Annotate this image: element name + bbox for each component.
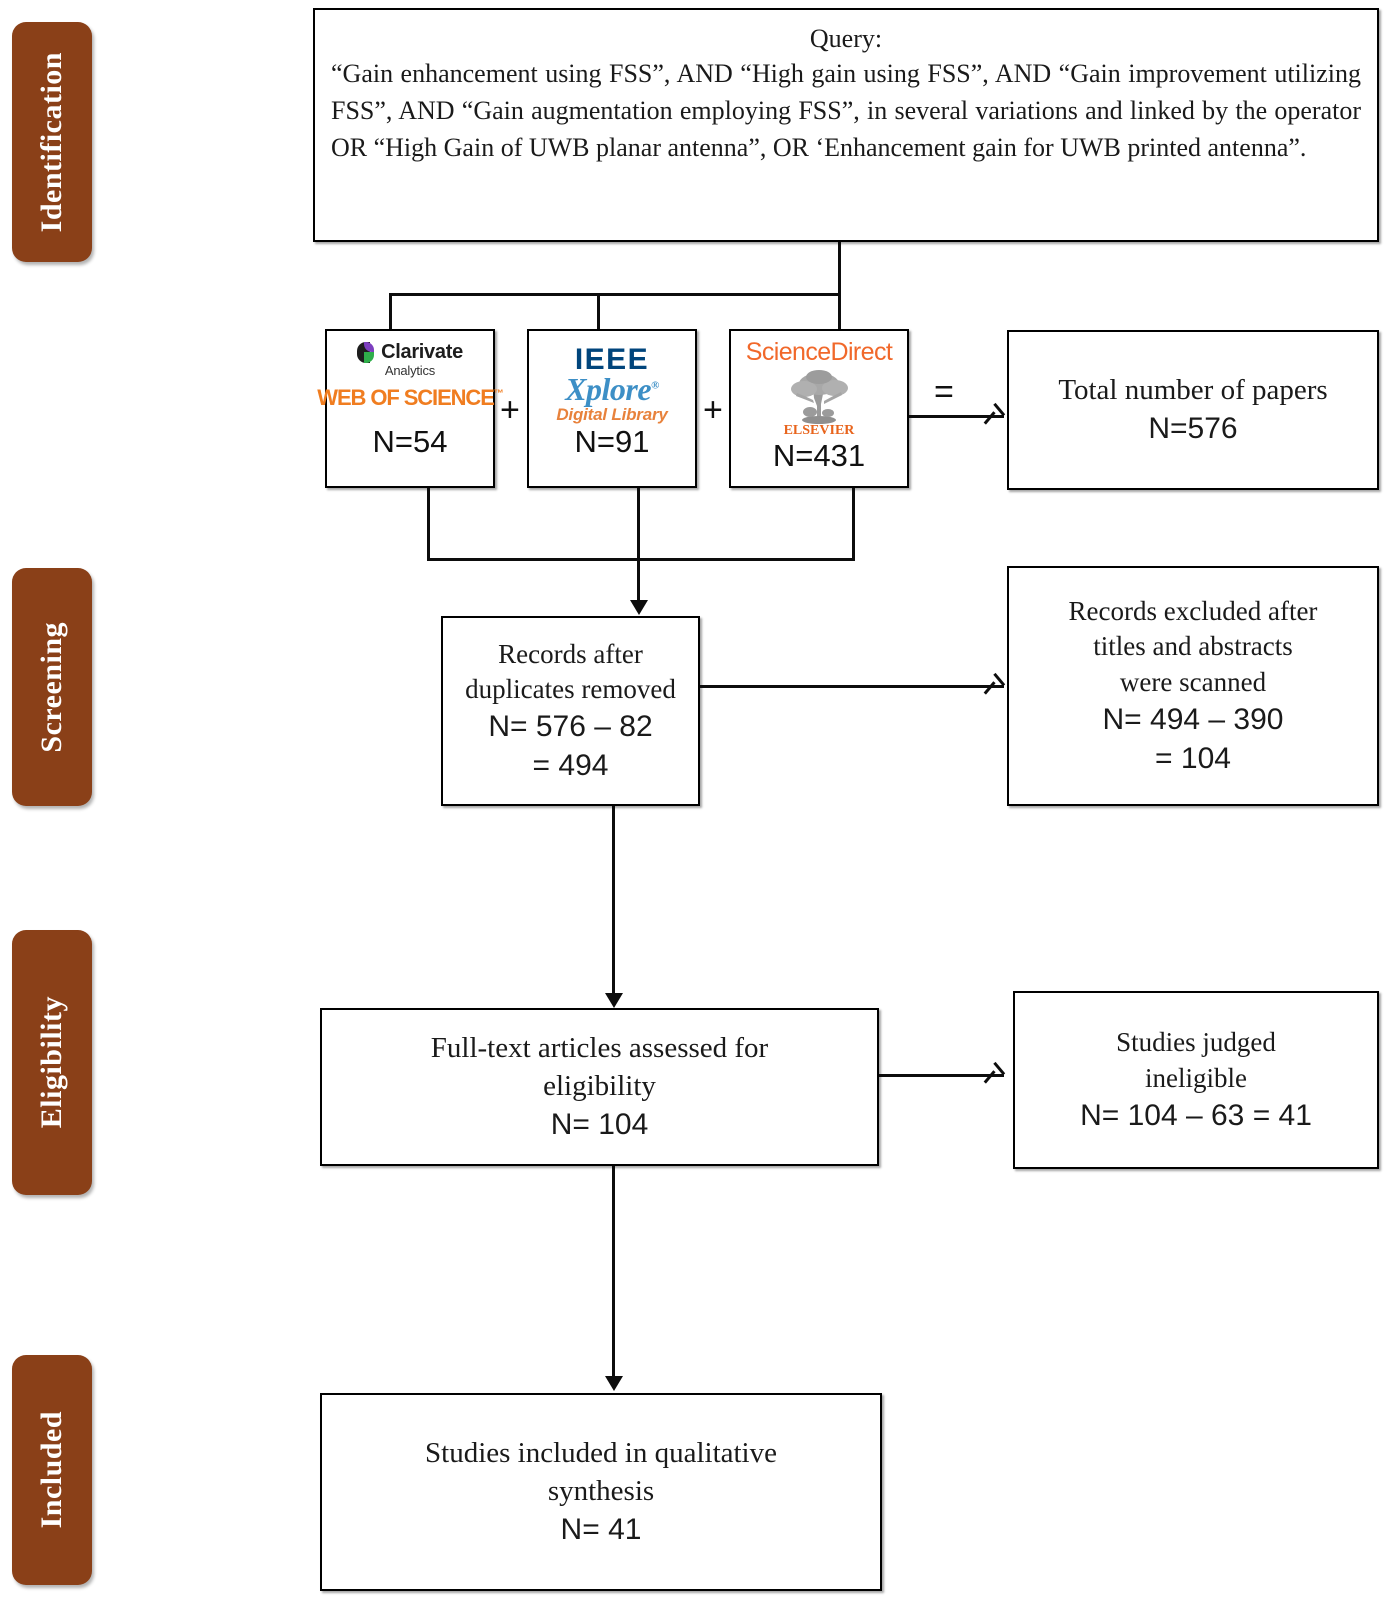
records-after-duplicates-line2: duplicates removed (465, 674, 676, 704)
elsevier-wordmark: ELSEVIER (783, 422, 855, 438)
connector-merge-sciencedirect (852, 488, 855, 560)
records-after-duplicates-result: = 494 (532, 749, 609, 783)
studies-included-box: Studies included in qualitative synthesi… (320, 1393, 882, 1591)
stage-label-included: Included (35, 1411, 68, 1529)
full-text-assessed-box: Full-text articles assessed for eligibil… (320, 1008, 879, 1166)
connector-branch-ieee (597, 293, 600, 329)
connector-merge-down (637, 558, 640, 606)
web-of-science-wordmark: WEB OF SCIENCE™ (317, 385, 504, 411)
arrowhead-records-after-duplicates (630, 600, 648, 615)
query-title: Query: (809, 24, 883, 53)
digital-library-label: Digital Library (556, 405, 668, 424)
web-of-science-text: WEB OF SCIENCE (317, 385, 495, 410)
records-excluded-count: N= 494 – 390 (1102, 702, 1284, 736)
database-box-web-of-science: Clarivate Analytics WEB OF SCIENCE™ N=54 (317, 329, 504, 488)
clarivate-mark-icon (357, 342, 376, 363)
arrowhead-studies-included (605, 1376, 623, 1391)
studies-ineligible-line2: ineligible (1145, 1062, 1247, 1093)
web-of-science-count: N=54 (372, 424, 448, 459)
sciencedirect-count: N=431 (772, 437, 866, 473)
full-text-assessed-line1: Full-text articles assessed for (430, 1031, 769, 1064)
stage-label-identification: Identification (35, 51, 68, 233)
clarivate-wordmark: Clarivate (381, 341, 463, 363)
records-excluded-line2: titles and abstracts (1093, 631, 1293, 662)
total-papers-box: Total number of papers N=576 (1007, 330, 1379, 490)
connector-merge-ieee (637, 488, 640, 560)
stage-bar-eligibility: Eligibility (12, 930, 92, 1195)
studies-ineligible-count: N= 104 – 63 = 41 (1080, 1098, 1312, 1132)
sciencedirect-logo: ScienceDirect ELSEVIER (745, 338, 893, 438)
equals-operator: = (934, 373, 954, 411)
connector-to-total-papers (909, 415, 1004, 418)
elsevier-tree-icon (791, 369, 848, 424)
records-excluded-box: Records excluded after titles and abstra… (1007, 566, 1379, 806)
connector-to-full-text (612, 806, 615, 998)
stage-bar-included: Included (12, 1355, 92, 1585)
records-excluded-line3: were scanned (1119, 666, 1267, 697)
stage-bar-screening: Screening (12, 568, 92, 806)
xplore-wordmark: Xplore® (565, 373, 659, 405)
database-box-sciencedirect: ScienceDirect ELSEVIER N=431 (729, 329, 909, 488)
connector-distribution-bar (389, 293, 841, 296)
connector-to-studies-ineligible (879, 1074, 1004, 1077)
connector-merge-bar (427, 558, 855, 561)
plus-operator-2: + (703, 391, 723, 429)
arrowhead-full-text (605, 993, 623, 1008)
ieee-xplore-logo: IEEE Xplore® Digital Library (556, 343, 668, 424)
query-box: Query: “Gain enhancement using FSS”, AND… (313, 8, 1379, 242)
clarivate-analytics-label: Analytics (384, 363, 436, 378)
records-excluded-result: = 104 (1155, 741, 1231, 775)
studies-included-count: N= 41 (560, 1513, 642, 1547)
total-papers-count: N=576 (1148, 412, 1238, 446)
studies-ineligible-line1: Studies judged (1116, 1027, 1276, 1058)
studies-ineligible-box: Studies judged ineligible N= 104 – 63 = … (1013, 991, 1379, 1169)
stage-label-eligibility: Eligibility (35, 996, 68, 1129)
full-text-assessed-line2: eligibility (543, 1069, 656, 1102)
sciencedirect-wordmark: ScienceDirect (745, 338, 893, 366)
stage-label-screening: Screening (35, 621, 68, 753)
connector-branch-wos (389, 293, 392, 329)
plus-operator-1: + (500, 391, 520, 429)
connector-query-down (838, 242, 841, 296)
query-body: “Gain enhancement using FSS”, AND “High … (331, 59, 1361, 162)
database-box-ieee-xplore: IEEE Xplore® Digital Library N=91 (527, 329, 697, 488)
connector-merge-wos (427, 488, 430, 560)
ieee-xplore-count: N=91 (574, 424, 650, 459)
xplore-text: Xplore (565, 371, 652, 407)
trademark-symbol: ™ (493, 388, 504, 400)
studies-included-line2: synthesis (547, 1474, 655, 1507)
connector-to-records-excluded (700, 685, 1004, 688)
records-excluded-line1: Records excluded after (1068, 596, 1318, 627)
connector-to-studies-included (612, 1166, 615, 1381)
full-text-assessed-count: N= 104 (550, 1108, 649, 1142)
registered-symbol: ® (651, 379, 659, 392)
records-after-duplicates-count: N= 576 – 82 (488, 710, 653, 744)
total-papers-label: Total number of papers (1058, 373, 1328, 406)
ieee-wordmark: IEEE (574, 343, 650, 376)
web-of-science-logo: Clarivate Analytics WEB OF SCIENCE™ (317, 341, 504, 411)
stage-bar-identification: Identification (12, 22, 92, 262)
studies-included-line1: Studies included in qualitative (425, 1436, 777, 1469)
records-after-duplicates-box: Records after duplicates removed N= 576 … (441, 616, 700, 806)
connector-branch-sciencedirect (838, 293, 841, 329)
records-after-duplicates-line1: Records after (498, 638, 643, 669)
